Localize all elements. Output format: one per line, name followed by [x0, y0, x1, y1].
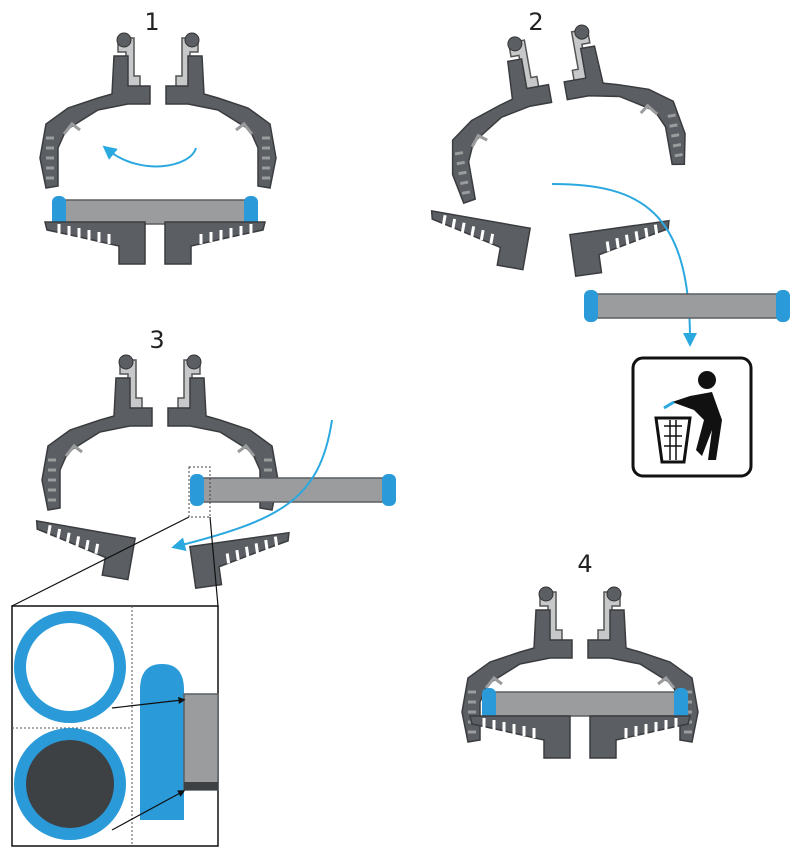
closed-cap-detail — [14, 728, 126, 840]
step-2-label: 2 — [528, 8, 543, 36]
step-3-base-right — [188, 531, 297, 590]
step-2-base-right — [568, 219, 677, 278]
zoom-lines — [11, 516, 219, 607]
rotate-arrow-icon — [102, 145, 197, 168]
step-2-housing — [429, 9, 692, 206]
step-2-base-left — [422, 209, 532, 272]
step-4-group: 4 — [460, 550, 700, 760]
detail-inset — [11, 605, 219, 847]
step-1-group: 1 — [38, 8, 278, 266]
step-1-base — [43, 220, 267, 266]
step-1-label: 1 — [144, 8, 159, 36]
open-cap-detail — [14, 611, 126, 723]
step-4-tube — [481, 687, 689, 721]
insert-arrow-icon — [171, 419, 333, 552]
step-3-new-tube — [189, 473, 397, 507]
step-3-group: 3 — [11, 326, 397, 847]
step-4-label: 4 — [577, 550, 592, 578]
step-3-label: 3 — [149, 326, 164, 354]
trash-disposal-icon — [631, 356, 753, 478]
cap-profile — [140, 664, 184, 820]
tube-profile — [183, 693, 219, 791]
step-4-base — [468, 714, 692, 760]
step-2-group: 2 — [422, 8, 791, 478]
step-2-old-tube — [583, 289, 791, 323]
step-1-housing — [38, 31, 278, 190]
zoom-marker — [188, 466, 211, 518]
